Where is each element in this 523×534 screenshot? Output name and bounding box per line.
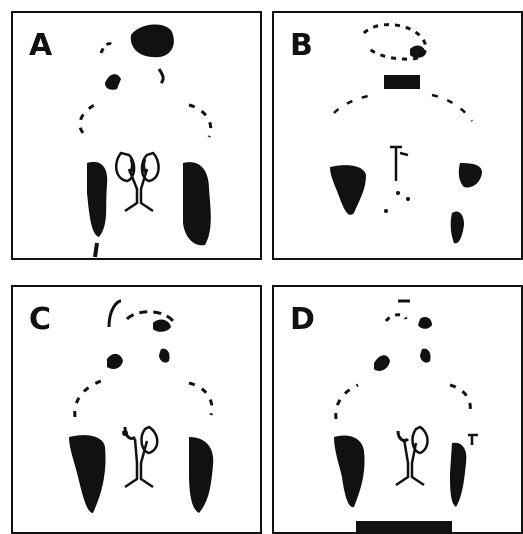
panel-label-c: C — [29, 305, 51, 335]
panel-label-b: B — [290, 31, 313, 61]
panel-a: A — [11, 11, 262, 260]
panel-label-d: D — [290, 305, 315, 335]
panel-c: C — [11, 285, 262, 534]
panel-d: D — [272, 285, 523, 534]
panel-b: B — [272, 11, 523, 260]
panel-label-a: A — [29, 31, 52, 61]
